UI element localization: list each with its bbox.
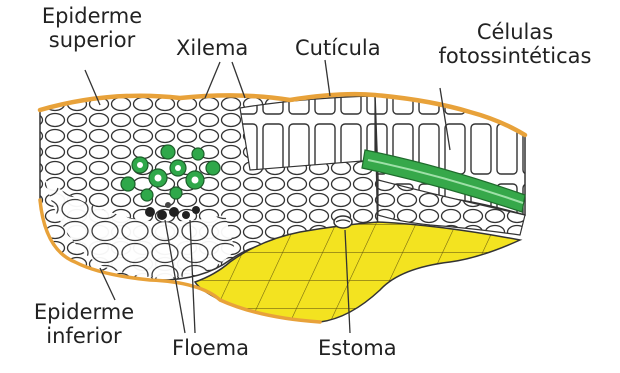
label-xilema: Xilema <box>176 36 248 60</box>
label-celulas-line1: Células <box>415 20 615 44</box>
label-estoma: Estoma <box>318 336 397 360</box>
label-epiderme-inferior: Epiderme inferior <box>14 300 154 348</box>
label-celulas-line2: fotossintéticas <box>415 44 615 68</box>
label-celulas-fotossinteticas: Células fotossintéticas <box>415 20 615 68</box>
label-cuticula: Cutícula <box>295 36 381 60</box>
label-epiderme-superior-line2: superior <box>22 28 162 52</box>
label-floema: Floema <box>172 336 249 360</box>
label-epiderme-superior-line1: Epiderme <box>22 4 162 28</box>
label-epiderme-inferior-line2: inferior <box>14 324 154 348</box>
label-epiderme-superior: Epiderme superior <box>22 4 162 52</box>
label-epiderme-inferior-line1: Epiderme <box>14 300 154 324</box>
